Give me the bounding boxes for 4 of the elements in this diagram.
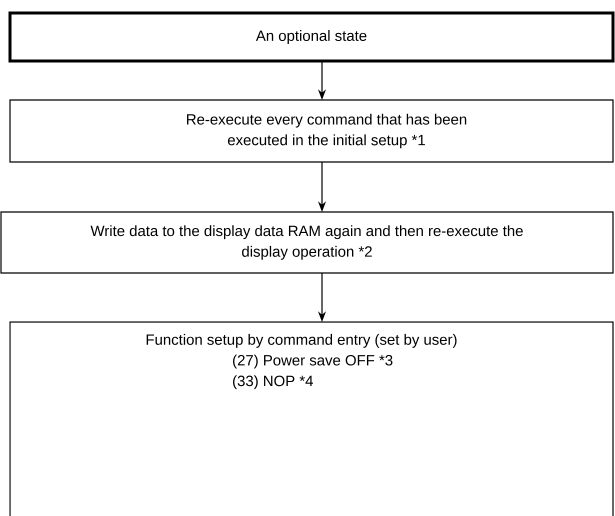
process-box: Write data to the display data RAM again and then re-execute the display operation *2 — [0, 211, 614, 274]
state-box: An optional state — [8, 11, 614, 62]
process-box: Re-execute every command that has been executed in the initial setup *1 — [9, 99, 614, 163]
process-box: Function setup by command entry (set by user) (27) Power save OFF *3 (33) NOP *4 — [9, 321, 614, 516]
